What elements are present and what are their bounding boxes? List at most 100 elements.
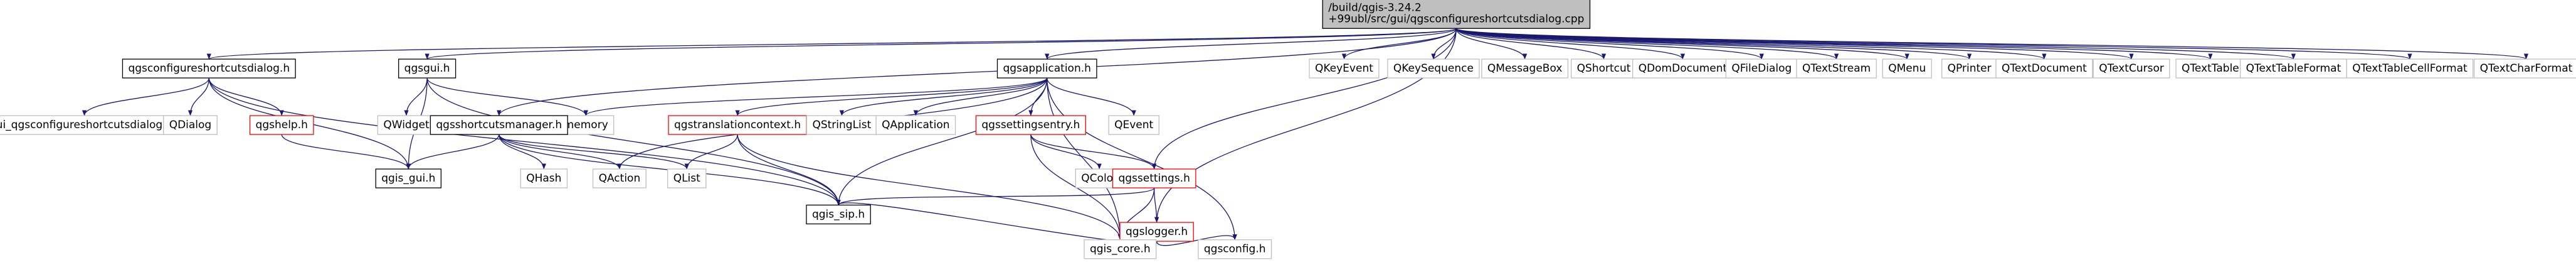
node-qlist: QList: [667, 168, 707, 188]
edge-qgsapplication_h-to-qapplication: [913, 77, 1048, 116]
edge: [1154, 28, 1457, 223]
node-qgis_core_h: qgis_core.h: [1084, 239, 1157, 259]
edge: [499, 134, 622, 170]
edge: [1045, 28, 1457, 60]
edge: [1455, 28, 1528, 60]
edge: [913, 77, 1048, 116]
node-qstringlist: QStringList: [806, 115, 877, 135]
node-label: +99ubl/src/gui/qgsconfigureshortcutsdial…: [1328, 13, 1584, 25]
node-box: [1725, 58, 1798, 79]
node-qgsapplication_h[interactable]: qgsapplication.h: [996, 58, 1097, 79]
edge: [836, 78, 1048, 205]
node-qgis_sip_h[interactable]: qgis_sip.h: [806, 204, 871, 225]
edge-qgsapplication_h-to-qevent: [1047, 77, 1136, 116]
edge: [1152, 28, 1457, 170]
node-label: QAction: [599, 172, 641, 185]
edge-translation_h-to-qgis_sip_h: [737, 134, 841, 205]
node-box: [667, 168, 707, 188]
node-qtexttablecellformat: QTextTableCellFormat: [2346, 58, 2474, 79]
edge-dialog_h-to-qgshelp_h: [208, 77, 284, 116]
edge-settings_h-to-logger_h: [1154, 188, 1159, 223]
node-label: QKeySequence: [1393, 62, 1474, 75]
edge-root-to-logger_h: [1154, 28, 1457, 223]
node-root[interactable]: /build/qgis-3.24.2+99ubl/src/gui/qgsconf…: [1322, 0, 1591, 29]
edge-settingsentry_h-to-qcolor: [1030, 134, 1102, 170]
edge-settingsentry_h-to-settings_h: [1030, 134, 1157, 170]
node-qprinter: QPrinter: [1941, 58, 1998, 79]
node-label: QColor: [1081, 172, 1117, 185]
edge: [583, 77, 1048, 116]
node-label: QTextDocument: [2002, 62, 2087, 75]
node-label: QApplication: [882, 119, 949, 131]
edge-shortcutsmgr_h-to-qgis_gui_h: [406, 134, 500, 170]
edge-settings_h-to-qgis_sip_h: [836, 187, 1155, 205]
node-label: QTextTableCellFormat: [2352, 62, 2468, 75]
edge: [426, 77, 588, 116]
node-label: QTextCursor: [2099, 62, 2164, 75]
node-qevent: QEvent: [1108, 115, 1159, 135]
node-shortcutsmgr_h[interactable]: qgsshortcutsmanager.h: [430, 115, 568, 135]
node-box: [1119, 222, 1194, 242]
node-label: QTextTableFormat: [2246, 62, 2341, 75]
node-box: [1322, 0, 1591, 29]
node-label: qgsgui.h: [404, 62, 450, 75]
edge-qgsapplication_h-to-qstringlist: [839, 77, 1048, 116]
edge: [1156, 234, 1237, 246]
edge-root-to-settings_h: [1152, 28, 1457, 170]
node-logger_h[interactable]: qgslogger.h: [1119, 222, 1194, 242]
node-box: [668, 115, 807, 135]
node-label: qgstranslationcontext.h: [674, 119, 801, 131]
edge: [1455, 28, 1764, 60]
node-label: QEvent: [1114, 119, 1153, 131]
edge-root-to-qmessagebox: [1455, 28, 1528, 60]
edge: [208, 77, 284, 116]
node-box: [1108, 115, 1159, 135]
edge: [1047, 78, 1122, 241]
node-box: [1882, 58, 1932, 79]
edge: [1455, 28, 1685, 60]
edge-root-to-qkeyevent: [1341, 28, 1457, 60]
edge-translation_h-to-qlist: [684, 134, 738, 170]
node-label: QFileDialog: [1731, 62, 1792, 75]
node-qgis_gui_h[interactable]: qgis_gui.h: [375, 168, 442, 188]
edge: [404, 78, 428, 116]
node-label: qgsshortcutsmanager.h: [436, 119, 562, 131]
node-settings_h[interactable]: qgssettings.h: [1112, 168, 1196, 188]
node-box: [430, 115, 568, 135]
node-settingsentry_h[interactable]: qgssettingsentry.h: [975, 115, 1086, 135]
node-qdialog: QDialog: [163, 115, 218, 135]
edge: [406, 134, 500, 170]
node-box: [249, 115, 314, 135]
node-box: [1309, 58, 1380, 79]
nodes-layer: /build/qgis-3.24.2+99ubl/src/gui/qgsconf…: [0, 0, 2576, 259]
node-box: [806, 204, 871, 225]
node-qkeyevent: QKeyEvent: [1309, 58, 1380, 79]
node-dialog_h[interactable]: qgsconfigureshortcutsdialog.h: [122, 58, 296, 79]
edge-qgsapplication_h-to-qgis_sip_h: [836, 78, 1048, 205]
edge-dialog_h-to-qdialog: [187, 78, 209, 116]
edge: [1455, 28, 2296, 60]
edge-logger_h-to-qgsconfig_h: [1156, 234, 1237, 246]
node-qtextcharformat: QTextCharFormat: [2473, 58, 2576, 79]
edge-qgisgui_h-to-memory: [426, 77, 588, 116]
node-qtexttable: QTextTable: [2175, 58, 2246, 79]
edge: [499, 134, 689, 170]
edge: [499, 134, 546, 170]
node-box: [377, 115, 436, 135]
edge-logger_h-to-qgis_sip_h: [836, 199, 1158, 244]
edge-qgsapplication_h-to-memory: [583, 77, 1048, 116]
edge-dialog_h-to-qgis_sip_h: [208, 78, 841, 205]
node-label: QWidget: [383, 119, 430, 131]
node-translation_h[interactable]: qgstranslationcontext.h: [668, 115, 807, 135]
node-label: QDialog: [169, 119, 212, 131]
edge: [281, 134, 411, 170]
node-qtextcursor: QTextCursor: [2093, 58, 2170, 79]
node-qgshelp_h[interactable]: qgshelp.h: [249, 115, 314, 135]
edge-root-to-qshortcut: [1455, 28, 1607, 60]
node-box: [163, 115, 218, 135]
edge: [1030, 134, 1157, 170]
node-box: [375, 168, 442, 188]
node-box: [806, 115, 877, 135]
node-qgisgui_h[interactable]: qgsgui.h: [398, 58, 457, 79]
edge: [684, 134, 738, 170]
